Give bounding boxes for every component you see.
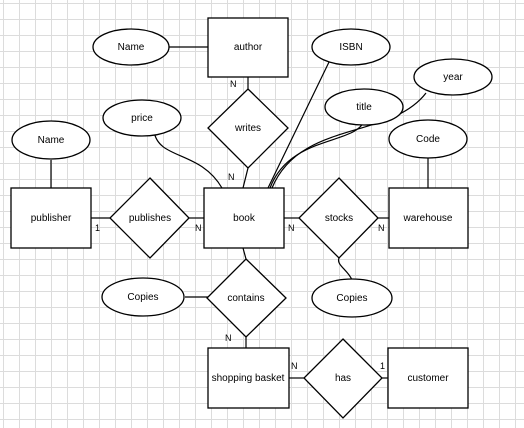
attribute-label: price [131,113,153,124]
attribute-label: Name [38,135,65,146]
cardinality-basket-has: N [291,361,298,371]
entity-label: author [234,42,263,53]
entity-publisher: publisher [10,187,92,249]
attribute-label: year [443,72,463,83]
entity-label: warehouse [403,213,453,224]
attribute-author-name: Name [92,28,170,66]
attribute-label: Copies [127,292,158,303]
relationship-stocks: stocks [298,177,379,259]
entity-label: customer [407,373,449,384]
attribute-isbn: ISBN [311,28,391,66]
entity-label: shopping basket [212,373,285,384]
cardinality-publisher-publishes: 1 [95,223,100,233]
attribute-label: Copies [336,293,367,304]
connector-lines [50,46,429,379]
attribute-title: title [324,88,404,126]
edge-book-price [153,130,223,189]
attribute-label: title [356,102,372,113]
cardinality-book-stocks: N [288,223,295,233]
attribute-copies-contains: Copies [101,277,185,317]
cardinality-publishes-book: N [195,223,202,233]
attribute-copies-stocks: Copies [311,278,393,318]
relationship-label: stocks [325,213,353,224]
edge-book-title [269,120,365,189]
attribute-price: price [102,99,182,137]
edge-book-isbn [267,59,331,189]
relationship-publishes: publishes [109,177,190,259]
relationship-label: has [335,373,351,384]
entity-warehouse: warehouse [388,187,469,249]
attribute-publisher-name: Name [11,120,91,160]
edge-writes-book [242,167,249,189]
entity-shopping-basket: shopping basket [207,347,290,409]
cardinality-writes-book: N [228,172,235,182]
relationship-label: publishes [129,213,171,224]
entity-author: author [207,17,289,78]
relationship-contains: contains [206,258,287,338]
edge-book-contains [242,247,247,260]
attribute-label: Code [416,134,440,145]
cardinality-author-writes: N [230,79,237,89]
cardinality-has-customer: 1 [380,361,385,371]
attribute-code: Code [388,119,468,159]
edge-stocks-copies [337,257,353,281]
relationship-label: writes [234,123,261,134]
entity-label: publisher [31,213,72,224]
relationship-label: contains [227,293,264,304]
edge-book-year [271,92,427,189]
entity-customer: customer [387,347,469,409]
attribute-year: year [413,58,493,96]
cardinality-contains-basket: N [225,333,232,343]
entity-book: book [203,187,285,249]
relationship-writes: writes [207,88,289,169]
relationship-has: has [303,338,383,419]
entity-label: book [233,213,256,224]
attribute-label: Name [118,42,145,53]
attribute-label: ISBN [339,42,362,53]
cardinality-stocks-warehouse: N [378,223,385,233]
